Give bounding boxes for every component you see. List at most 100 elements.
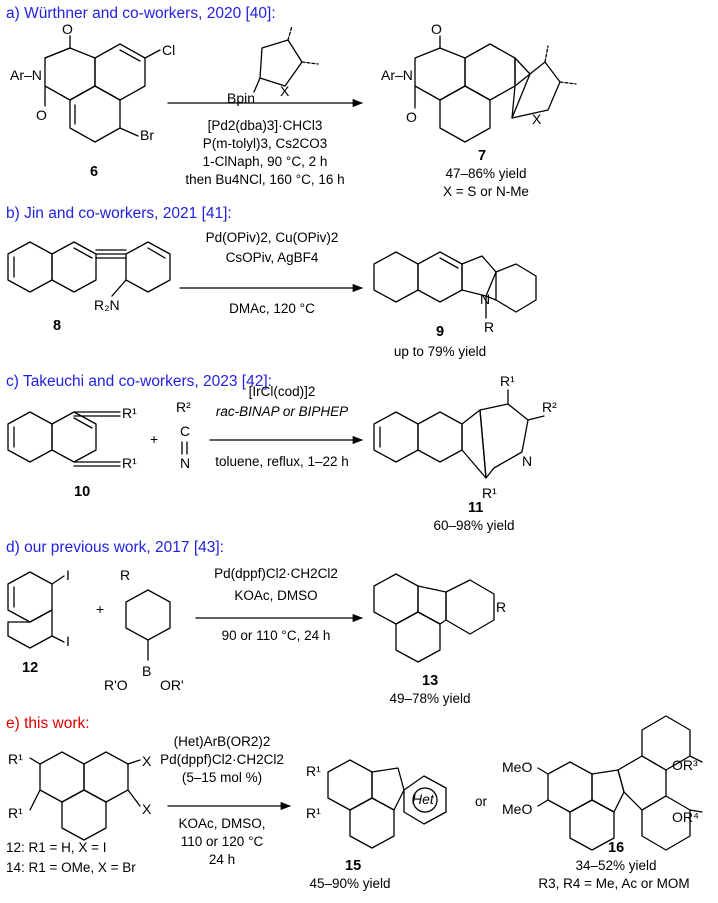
substituent-caption: X = S or N-Me (443, 184, 529, 199)
oxygen-label: O (62, 21, 73, 37)
r-label: R (120, 567, 130, 583)
bromo-label: Br (140, 127, 154, 143)
compound-13-label: 13 (422, 673, 438, 689)
condition-c-2: rac-BINAP or BIPHEP (216, 404, 348, 419)
condition-d-2: KOAc, DMSO (234, 588, 317, 603)
section-a-header: a) Würthner and co-workers, 2020 [40]: (6, 5, 276, 22)
r2n-label: R₂N (94, 297, 120, 313)
iodo-label: I (66, 633, 70, 649)
chloro-label: Cl (162, 42, 175, 58)
section-e-header: e) this work: (6, 715, 90, 732)
r-label: R (496, 599, 506, 615)
plus-sign: + (150, 431, 158, 447)
or-text: or (475, 794, 488, 809)
compound-10-structure (7, 411, 121, 467)
oxygen-label: O (36, 107, 47, 123)
plus-sign: + (96, 601, 104, 617)
yield-caption: 60–98% yield (433, 518, 514, 533)
condition-b-3: DMAc, 120 °C (229, 301, 315, 316)
condition-e-4: KOAc, DMSO, (178, 816, 265, 831)
compound-7-structure (414, 35, 577, 143)
compound-16-structure (537, 715, 703, 851)
nitrogen-label: N (522, 453, 532, 469)
condition-a-1: [Pd2(dba)3]·CHCl3 (208, 118, 323, 133)
oxygen-label: O (431, 21, 442, 37)
r1-label: R¹ (122, 405, 137, 421)
section-d-header: d) our previous work, 2017 [43]: (6, 539, 224, 556)
ar-n-label: Ar–N (381, 67, 413, 83)
section-c-header: c) Takeuchi and co-workers, 2023 [42]: (6, 373, 272, 390)
oxygen-label: O (406, 109, 417, 125)
r1-label: R¹ (8, 751, 23, 767)
or4-label: OR⁴ (672, 809, 699, 825)
halide-x-label: X (142, 753, 152, 769)
methoxy-label: MeO (502, 759, 532, 775)
yield-caption: 34–52% yield (575, 858, 656, 873)
r1-label: R¹ (306, 805, 321, 821)
nitrogen-label: N (180, 455, 190, 471)
compound-15-label: 15 (345, 858, 361, 874)
yield-caption: 45–90% yield (309, 876, 390, 891)
condition-a-4: then Bu4NCl, 160 °C, 16 h (185, 172, 344, 187)
ester-oxygen-label: R'O (104, 677, 128, 693)
condition-e-3: (5–15 mol %) (182, 770, 262, 785)
yield-caption: 47–86% yield (445, 166, 526, 181)
compound-16-label: 16 (608, 840, 624, 856)
ar-n-label: Ar–N (10, 67, 42, 83)
condition-a-3: 1-ClNaph, 90 °C, 2 h (203, 154, 328, 169)
compound-8-structure (7, 241, 171, 297)
r1-label: R¹ (122, 455, 137, 471)
compound-6-structure (44, 35, 161, 143)
arylboronate-structure (125, 589, 171, 661)
heteroatom-x-label: X (280, 83, 290, 99)
r1-label: R¹ (306, 763, 321, 779)
compound-11-label: 11 (468, 500, 483, 516)
iodo-label: I (66, 567, 70, 583)
yield-caption: 49–78% yield (389, 691, 470, 706)
carbon-label: C (180, 423, 190, 439)
reactant-caption-12: 12: R1 = H, X = I (6, 840, 107, 855)
condition-a-2: P(m-tolyl)3, Cs2CO3 (203, 136, 328, 151)
compound-12-label: 12 (22, 660, 38, 676)
r1-label: R¹ (482, 485, 497, 501)
condition-b-2: CsOPiv, AgBF4 (226, 250, 319, 265)
condition-e-6: 24 h (209, 852, 235, 867)
nitrogen-label: N (480, 291, 490, 307)
condition-d-3: 90 or 110 °C, 24 h (222, 628, 331, 643)
r2-label: R² (542, 399, 557, 415)
het-label: Het (412, 791, 435, 807)
compound-15-structure (327, 759, 447, 849)
compound-11-structure (373, 389, 545, 479)
condition-e-2: Pd(dppf)Cl2·CH2Cl2 (160, 752, 284, 767)
section-b-header: b) Jin and co-workers, 2021 [41]: (6, 205, 232, 222)
compound-6-label: 6 (90, 164, 98, 180)
condition-e-1: (Het)ArB(OR2)2 (174, 734, 271, 749)
condition-d-1: Pd(dppf)Cl2·CH2Cl2 (214, 566, 338, 581)
condition-b-1: Pd(OPiv)2, Cu(OPiv)2 (206, 230, 339, 245)
ester-oxygen-label: OR' (160, 677, 184, 693)
yield-caption: up to 79% yield (394, 344, 486, 359)
heteroaryl-bpin-structure (253, 25, 319, 93)
condition-c-1: [IrCl(cod)]2 (249, 384, 316, 399)
compound-9-label: 9 (436, 324, 444, 340)
heteroatom-x-label: X (532, 111, 542, 127)
or3-label: OR³ (672, 757, 698, 773)
condition-e-5: 110 or 120 °C (181, 834, 264, 849)
condition-c-3: toluene, reflux, 1–22 h (215, 454, 349, 469)
methoxy-label: MeO (502, 801, 532, 817)
compound-10-label: 10 (74, 484, 90, 500)
compound-8-label: 8 (53, 318, 61, 334)
r1-label: R¹ (500, 373, 515, 389)
compound-13-structure (373, 573, 495, 663)
compound-12-structure (7, 571, 65, 649)
substituent-caption: R3, R4 = Me, Ac or MOM (538, 876, 689, 891)
reactant-caption-14: 14: R1 = OMe, X = Br (6, 860, 136, 875)
bpin-label: Bpin (227, 90, 255, 106)
compound-12-14-structure (29, 751, 141, 841)
r-label: R (484, 319, 494, 335)
r2-label: R² (176, 399, 191, 415)
halide-x-label: X (142, 801, 152, 817)
r1-label: R¹ (8, 805, 23, 821)
compound-9-structure (373, 251, 537, 319)
